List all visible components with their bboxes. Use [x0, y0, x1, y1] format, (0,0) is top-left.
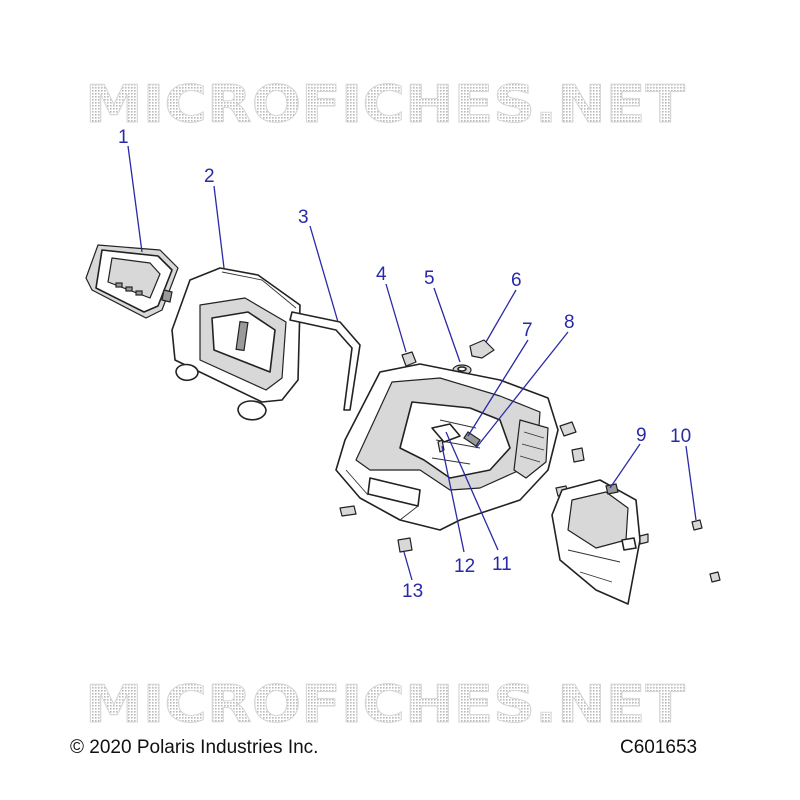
watermark-bottom-text: MICROFICHES.NET [85, 678, 686, 730]
part-3-trim-strip [289, 311, 361, 411]
part-8-dash-panel [335, 363, 559, 531]
callout-13: 13 [402, 581, 423, 602]
callout-5: 5 [424, 268, 435, 289]
callout-3: 3 [298, 207, 309, 228]
callout-8: 8 [564, 312, 575, 333]
diagram-code: C601653 [620, 737, 698, 758]
watermark-bottom: MICROFICHES.NET [85, 678, 687, 730]
callout-1: 1 [118, 127, 129, 148]
part-13-bushings [339, 505, 413, 553]
callout-11: 11 [492, 554, 512, 575]
callout-6: 6 [511, 270, 522, 291]
callout-4: 4 [376, 264, 387, 285]
part-10-screws [691, 519, 721, 583]
leader-lines [127, 145, 697, 581]
part-2-cluster-housing [171, 267, 301, 421]
part-1-instrument-cluster [85, 244, 179, 319]
watermark-top-text: MICROFICHES.NET [85, 78, 686, 130]
part-6-knob [469, 339, 495, 359]
callout-2: 2 [204, 166, 215, 187]
callout-10: 10 [670, 426, 691, 447]
watermark-top: MICROFICHES.NET [85, 78, 687, 130]
callout-9: 9 [636, 425, 647, 446]
copyright-text: © 2020 Polaris Industries Inc. [70, 737, 319, 758]
part-9-lower-cover [551, 479, 649, 605]
callout-7: 7 [522, 320, 533, 341]
callout-12: 12 [454, 556, 475, 577]
part-4-clip [401, 351, 417, 367]
callout-numbers: 1 2 3 4 5 6 7 8 9 10 11 12 13 [118, 127, 691, 602]
